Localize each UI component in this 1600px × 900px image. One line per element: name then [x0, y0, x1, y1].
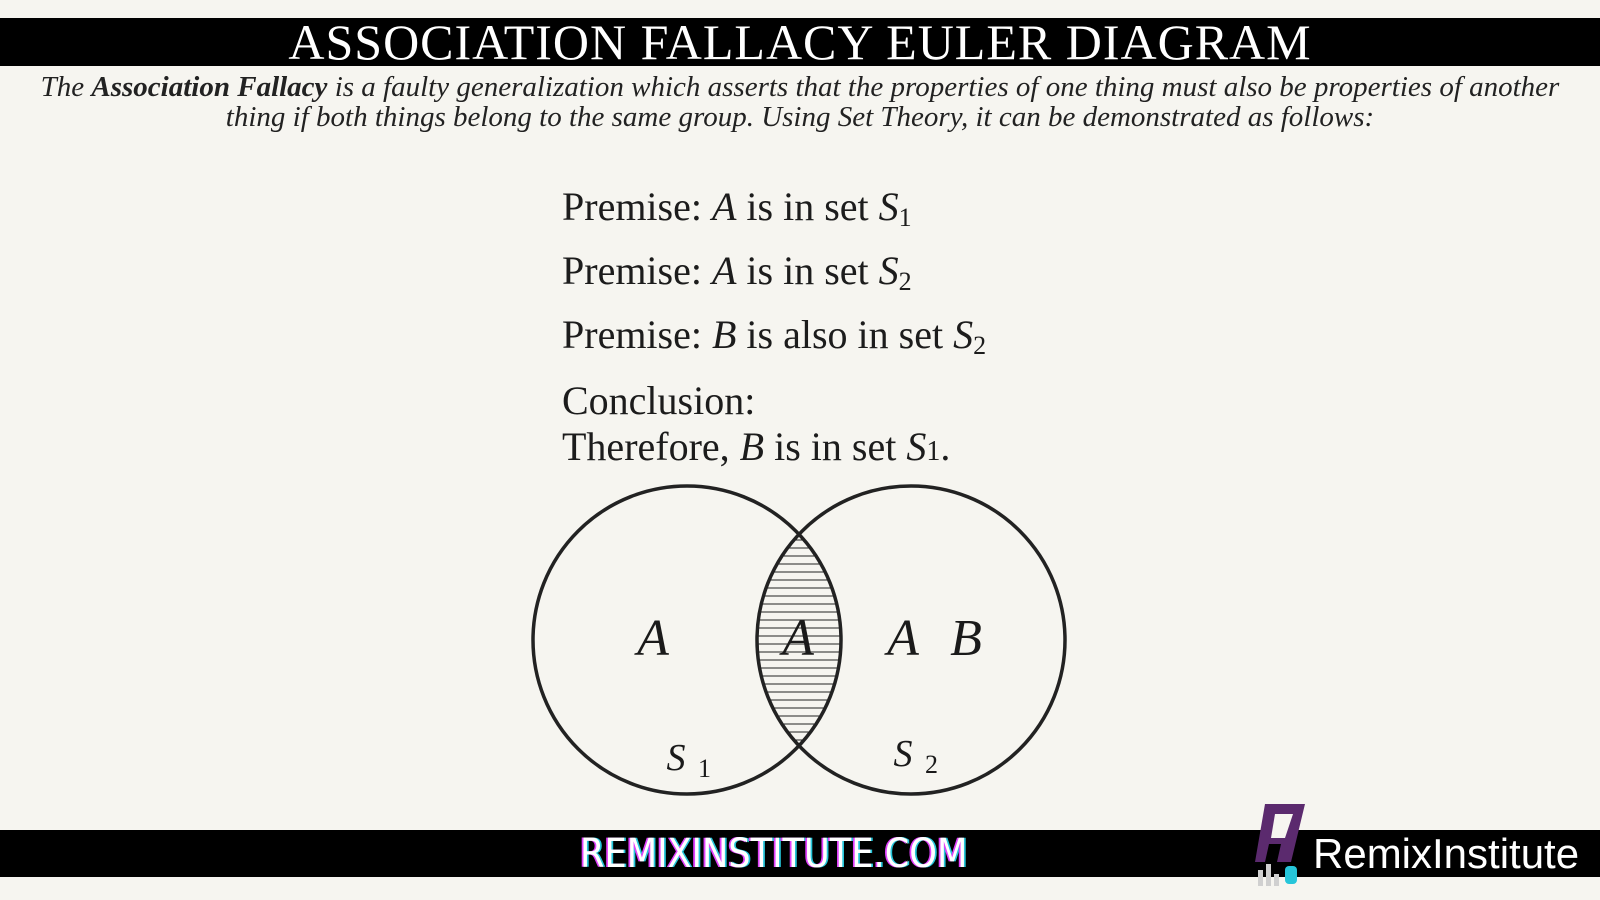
- left-region-label: A: [634, 610, 669, 667]
- conclusion-set: S: [906, 424, 927, 469]
- brand-name: RemixInstitute: [1313, 829, 1580, 877]
- conclusion-subject: B: [739, 424, 765, 469]
- premise-3: Premise: B is also in set S2: [562, 308, 986, 372]
- intro-term: Association Fallacy: [91, 71, 328, 103]
- set-s1-subscript: 1: [698, 754, 711, 783]
- title-bar: ASSOCIATION FALLACY EULER DIAGRAM: [0, 14, 1600, 70]
- premise-text: is in set: [736, 248, 879, 293]
- premise-set-subscript: 1: [898, 203, 912, 232]
- premise-set: S: [878, 248, 899, 293]
- premise-2: Premise: A is in set S2: [562, 244, 986, 308]
- premise-subject: A: [711, 248, 737, 293]
- intro-prefix: The: [40, 71, 92, 103]
- conclusion-heading: Conclusion:: [562, 378, 756, 423]
- page-title: ASSOCIATION FALLACY EULER DIAGRAM: [288, 14, 1312, 70]
- premise-subject: A: [711, 184, 737, 229]
- premise-list: Premise: A is in set S1 Premise: A is in…: [562, 180, 986, 475]
- remix-institute-logo-icon: [1255, 804, 1305, 886]
- premise-subject: B: [711, 312, 737, 357]
- premise-label: Premise:: [562, 248, 712, 293]
- conclusion-end: .: [940, 424, 951, 469]
- intro-paragraph: The Association Fallacy is a faulty gene…: [30, 72, 1570, 132]
- premise-set: S: [878, 184, 899, 229]
- set-s1-circle: [531, 484, 843, 796]
- premise-1: Premise: A is in set S1: [562, 180, 986, 244]
- set-s1-label: S: [667, 737, 686, 779]
- footer-url-link[interactable]: REMIXINSTITUTE.COM: [580, 830, 968, 877]
- premise-label: Premise:: [562, 312, 712, 357]
- right-region-label-a: A: [884, 610, 919, 667]
- intro-suffix: is a faulty generalization which asserts…: [225, 71, 1560, 133]
- set-s2-label: S: [894, 733, 913, 775]
- set-s2-subscript: 2: [925, 750, 938, 779]
- set-s2-circle: [755, 484, 1067, 796]
- premise-set: S: [953, 312, 974, 357]
- overlap-region-label: A: [779, 610, 814, 667]
- premise-set-subscript: 2: [898, 267, 912, 296]
- conclusion-lead: Therefore,: [562, 424, 740, 469]
- premise-set-subscript: 2: [973, 331, 987, 360]
- conclusion-text: is in set: [764, 424, 907, 469]
- premise-label: Premise:: [562, 184, 712, 229]
- conclusion: Conclusion: Therefore, B is in set S1.: [562, 378, 986, 475]
- premise-text: is in set: [736, 184, 879, 229]
- right-region-label-b: B: [950, 610, 982, 667]
- premise-text: is also in set: [736, 312, 954, 357]
- footer-bar: [0, 830, 1600, 877]
- conclusion-set-subscript: 1: [926, 436, 941, 467]
- conclusion-statement: Therefore, B is in set S1.: [562, 424, 986, 475]
